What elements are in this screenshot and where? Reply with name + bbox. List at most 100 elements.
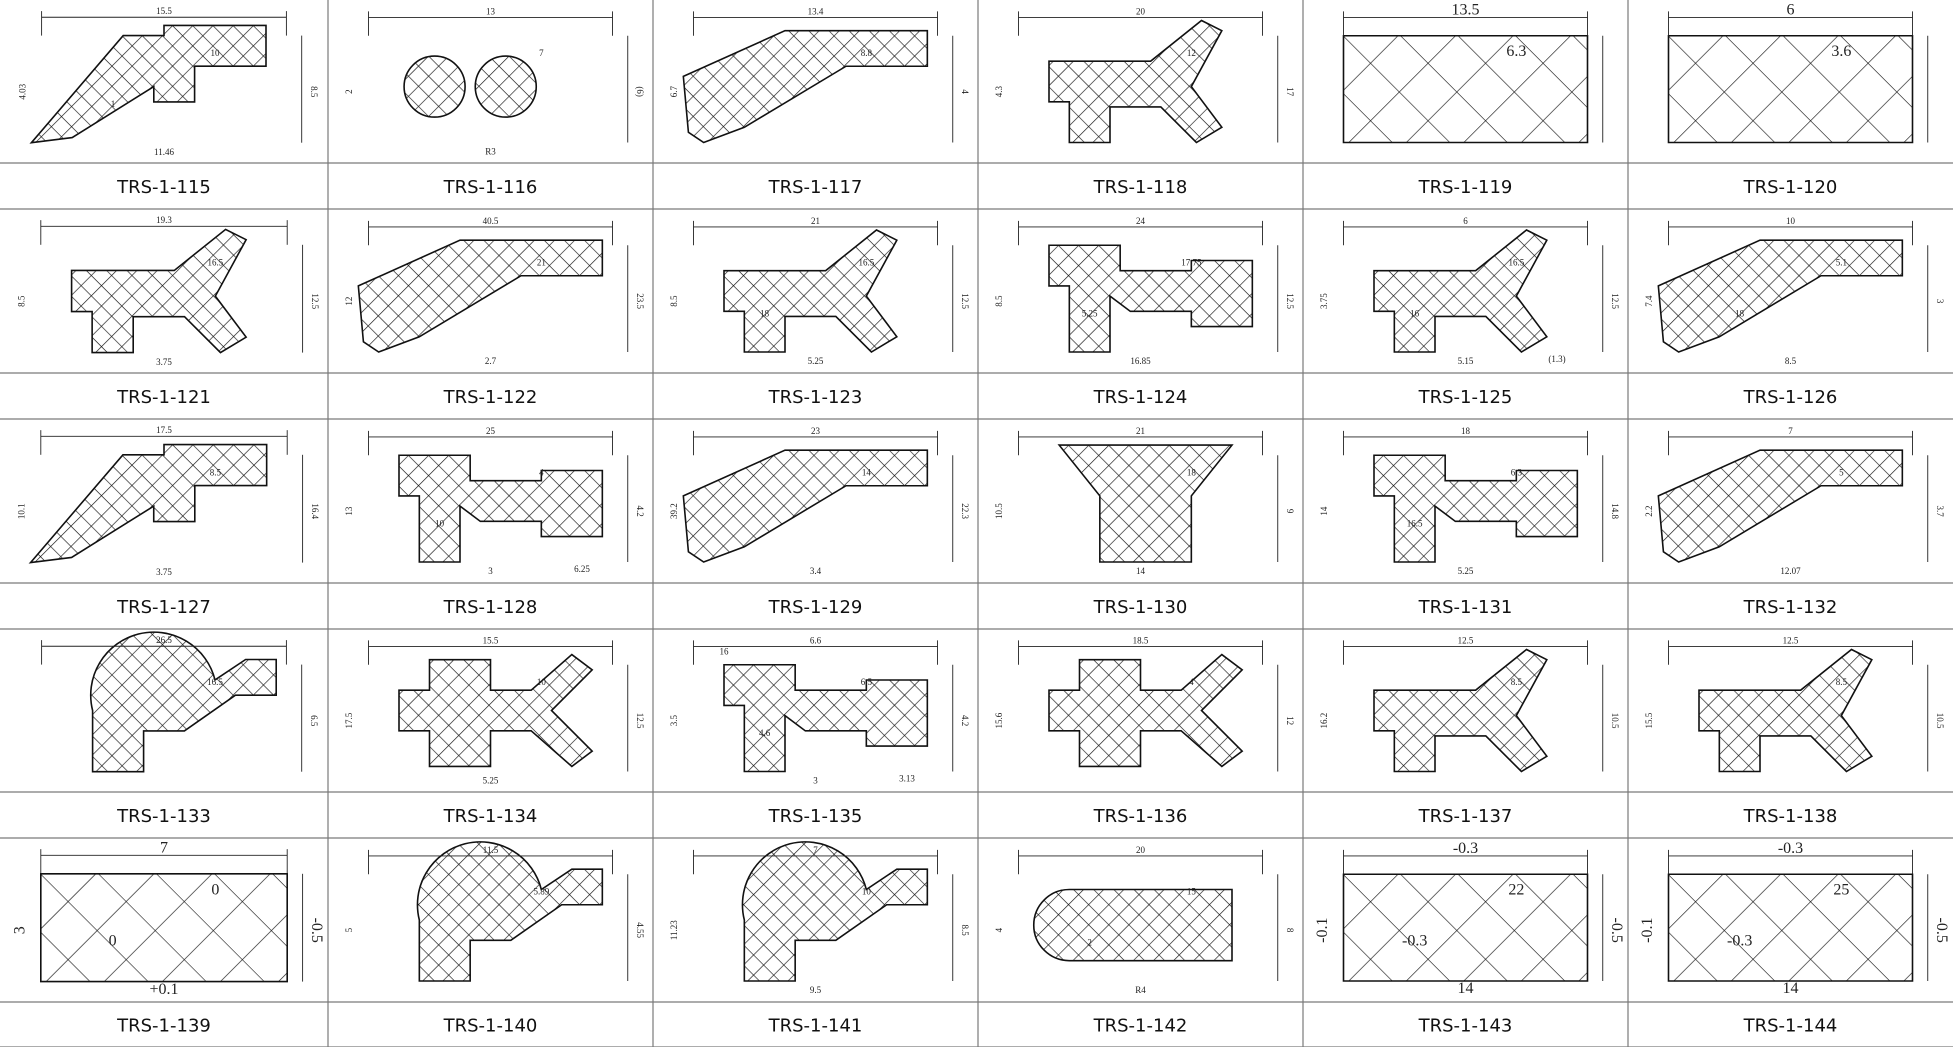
- dimension-label: 2: [1087, 937, 1092, 947]
- dimension-label: -0.3: [1402, 932, 1427, 949]
- dimension-label: 12: [1187, 48, 1196, 58]
- dimension-label: 10.5: [1935, 713, 1945, 729]
- dimension-label: 5.25: [483, 776, 499, 786]
- dimension-label: 18: [1187, 468, 1197, 478]
- dimension-label: -0.1: [1314, 918, 1331, 943]
- part-code-label: TRS-1-140: [443, 1016, 538, 1037]
- profile-cross-section: [1698, 648, 1874, 773]
- dimension-label: 4.2: [635, 506, 645, 517]
- dimension-label: 26.5: [156, 635, 172, 645]
- profile-cross-section: [29, 24, 267, 144]
- dimension-label: 16: [1410, 308, 1420, 318]
- profile-drawing: 11.55.894.555: [344, 841, 645, 982]
- dimension-label: 40.5: [483, 216, 499, 226]
- profile-cross-section: [1373, 229, 1549, 354]
- profile-drawing: -0.322-0.5-0.114-0.3: [1314, 840, 1625, 997]
- part-code-label: TRS-1-144: [1743, 1016, 1838, 1037]
- dimension-label: 18.5: [1133, 635, 1149, 645]
- dimension-label: 3.75: [156, 357, 172, 367]
- dimension-label: 10: [435, 518, 445, 528]
- dimension-label: 13: [486, 6, 496, 16]
- dimension-label: 6.6: [810, 635, 822, 645]
- part-code-label: TRS-1-124: [1093, 387, 1188, 408]
- profile-drawing: 12.58.510.516.2: [1319, 635, 1620, 773]
- dimension-label: 8.5: [1785, 356, 1797, 366]
- dimension-label: 10.5: [1610, 713, 1620, 729]
- part-code-label: TRS-1-119: [1418, 177, 1513, 198]
- dimension-label: 3.4: [810, 566, 822, 576]
- dimension-label: 7: [539, 48, 544, 58]
- profile-drawing: 26.516.56.5: [41, 631, 319, 773]
- dimension-label: 7: [160, 839, 168, 856]
- dimension-label: -0.3: [1453, 840, 1478, 857]
- dimension-label: 0: [211, 881, 219, 898]
- profile-cross-section: [723, 229, 899, 354]
- dimension-label: 6.3: [1506, 43, 1526, 60]
- dimension-label: 21: [1136, 426, 1145, 436]
- profile-cross-section: [682, 29, 929, 144]
- dimension-label: 12.5: [1285, 293, 1295, 309]
- dimension-label: 12.5: [635, 713, 645, 729]
- dimension-label: 15.5: [483, 635, 499, 645]
- part-code-label: TRS-1-125: [1418, 387, 1513, 408]
- dimension-label: 21: [811, 216, 820, 226]
- part-code-label: TRS-1-134: [443, 806, 538, 827]
- part-code-label: TRS-1-142: [1093, 1016, 1188, 1037]
- profile-cross-section: [723, 663, 929, 773]
- part-code-label: TRS-1-123: [768, 387, 863, 408]
- dimension-label: 16.5: [207, 677, 223, 687]
- part-code-label: TRS-1-120: [1743, 177, 1838, 198]
- dimension-label: +0.1: [150, 981, 179, 998]
- dimension-label: 16.5: [207, 257, 223, 267]
- profile-cross-section: [1373, 648, 1549, 773]
- dimension-label: 4: [994, 927, 1004, 932]
- dimension-label: 16.5: [858, 258, 874, 268]
- profile-drawing: -0.325-0.5-0.114-0.3: [1639, 840, 1950, 997]
- dimension-label: -0.3: [1727, 932, 1752, 949]
- dimension-label: (1.3): [1548, 354, 1565, 364]
- dimension-label: 16.5: [1407, 518, 1423, 528]
- dimension-label: 12.5: [310, 293, 320, 309]
- dimension-label: 10.1: [16, 503, 26, 519]
- dimension-label: 5.15: [1458, 356, 1474, 366]
- dimension-label: 14: [1783, 980, 1799, 997]
- profile-cross-section: [1048, 244, 1254, 353]
- dimension-label: 9: [1285, 509, 1295, 514]
- dimension-label: 13.4: [808, 6, 824, 16]
- dimension-label: 5.89: [533, 887, 549, 897]
- dimension-label: 14.8: [1610, 503, 1620, 519]
- profile-cross-section: [1342, 34, 1589, 144]
- dimension-label: 5: [344, 927, 354, 932]
- dimension-label: 13: [344, 506, 354, 516]
- dimension-label: 2: [344, 89, 354, 94]
- dimension-label: -0.5: [1933, 918, 1950, 943]
- part-code-label: TRS-1-129: [768, 597, 863, 618]
- catalog-cells: 15.5108.54.0311.461TRS-1-115137(6)2R3TRS…: [11, 1, 1950, 1036]
- dimension-label: R3: [485, 147, 496, 157]
- profile-cross-section: [28, 443, 268, 564]
- dimension-label: 21: [537, 258, 546, 268]
- part-code-label: TRS-1-118: [1093, 177, 1188, 198]
- dimension-label: 15: [1187, 887, 1197, 897]
